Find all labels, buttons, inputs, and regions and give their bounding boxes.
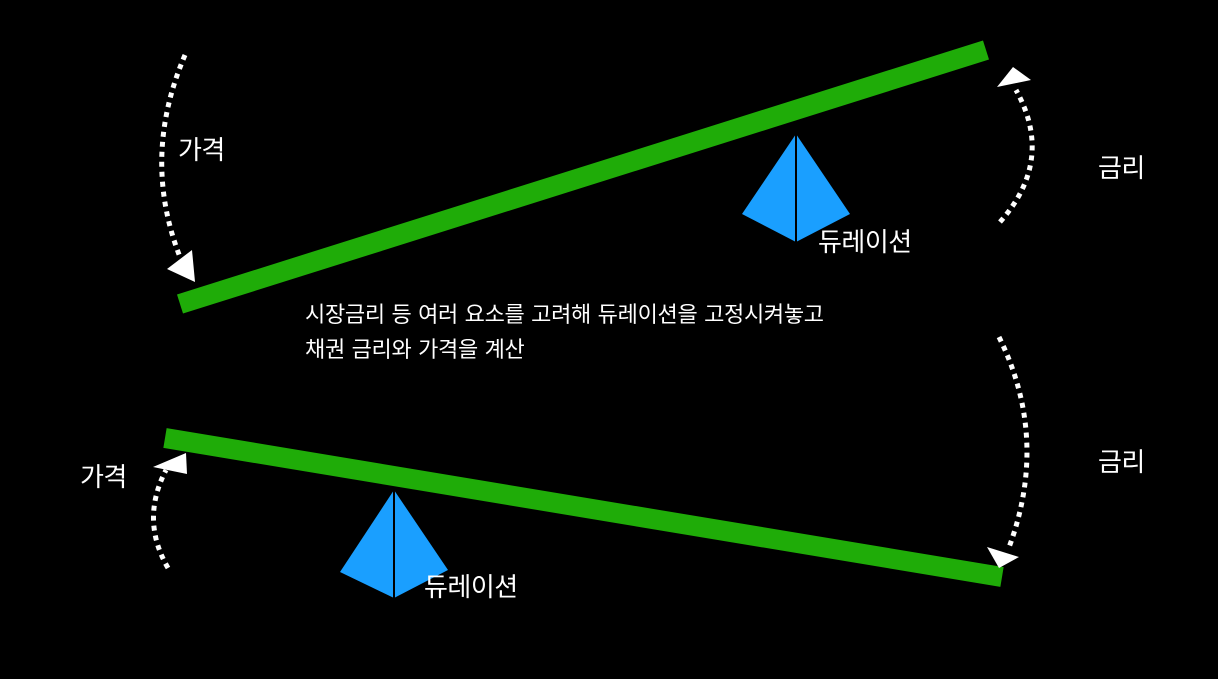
top-price-down-arrow-icon xyxy=(159,54,195,282)
bottom-price-label: 가격 xyxy=(80,463,127,493)
top-fulcrum-pyramid-icon xyxy=(742,134,850,242)
top-price-label: 가격 xyxy=(178,136,225,166)
bottom-fulcrum-label: 듀레이션 xyxy=(424,573,518,603)
bottom-price-up-arrow-icon xyxy=(151,453,187,570)
bottom-rate-down-arrow-icon xyxy=(987,335,1030,568)
bottom-rate-label: 금리 xyxy=(1098,448,1145,478)
top-seesaw xyxy=(159,40,1035,314)
top-beam xyxy=(176,40,990,314)
bottom-seesaw xyxy=(151,335,1030,598)
top-fulcrum-label: 듀레이션 xyxy=(818,228,912,258)
bottom-beam xyxy=(163,428,1004,587)
top-rate-label: 금리 xyxy=(1098,154,1145,184)
top-rate-up-arrow-icon xyxy=(997,67,1035,224)
bottom-fulcrum-pyramid-icon xyxy=(340,490,448,598)
caption-line-1: 시장금리 등 여러 요소를 고려해 듀레이션을 고정시켜놓고 xyxy=(305,303,824,328)
caption-line-2: 채권 금리와 가격을 계산 xyxy=(305,338,525,363)
